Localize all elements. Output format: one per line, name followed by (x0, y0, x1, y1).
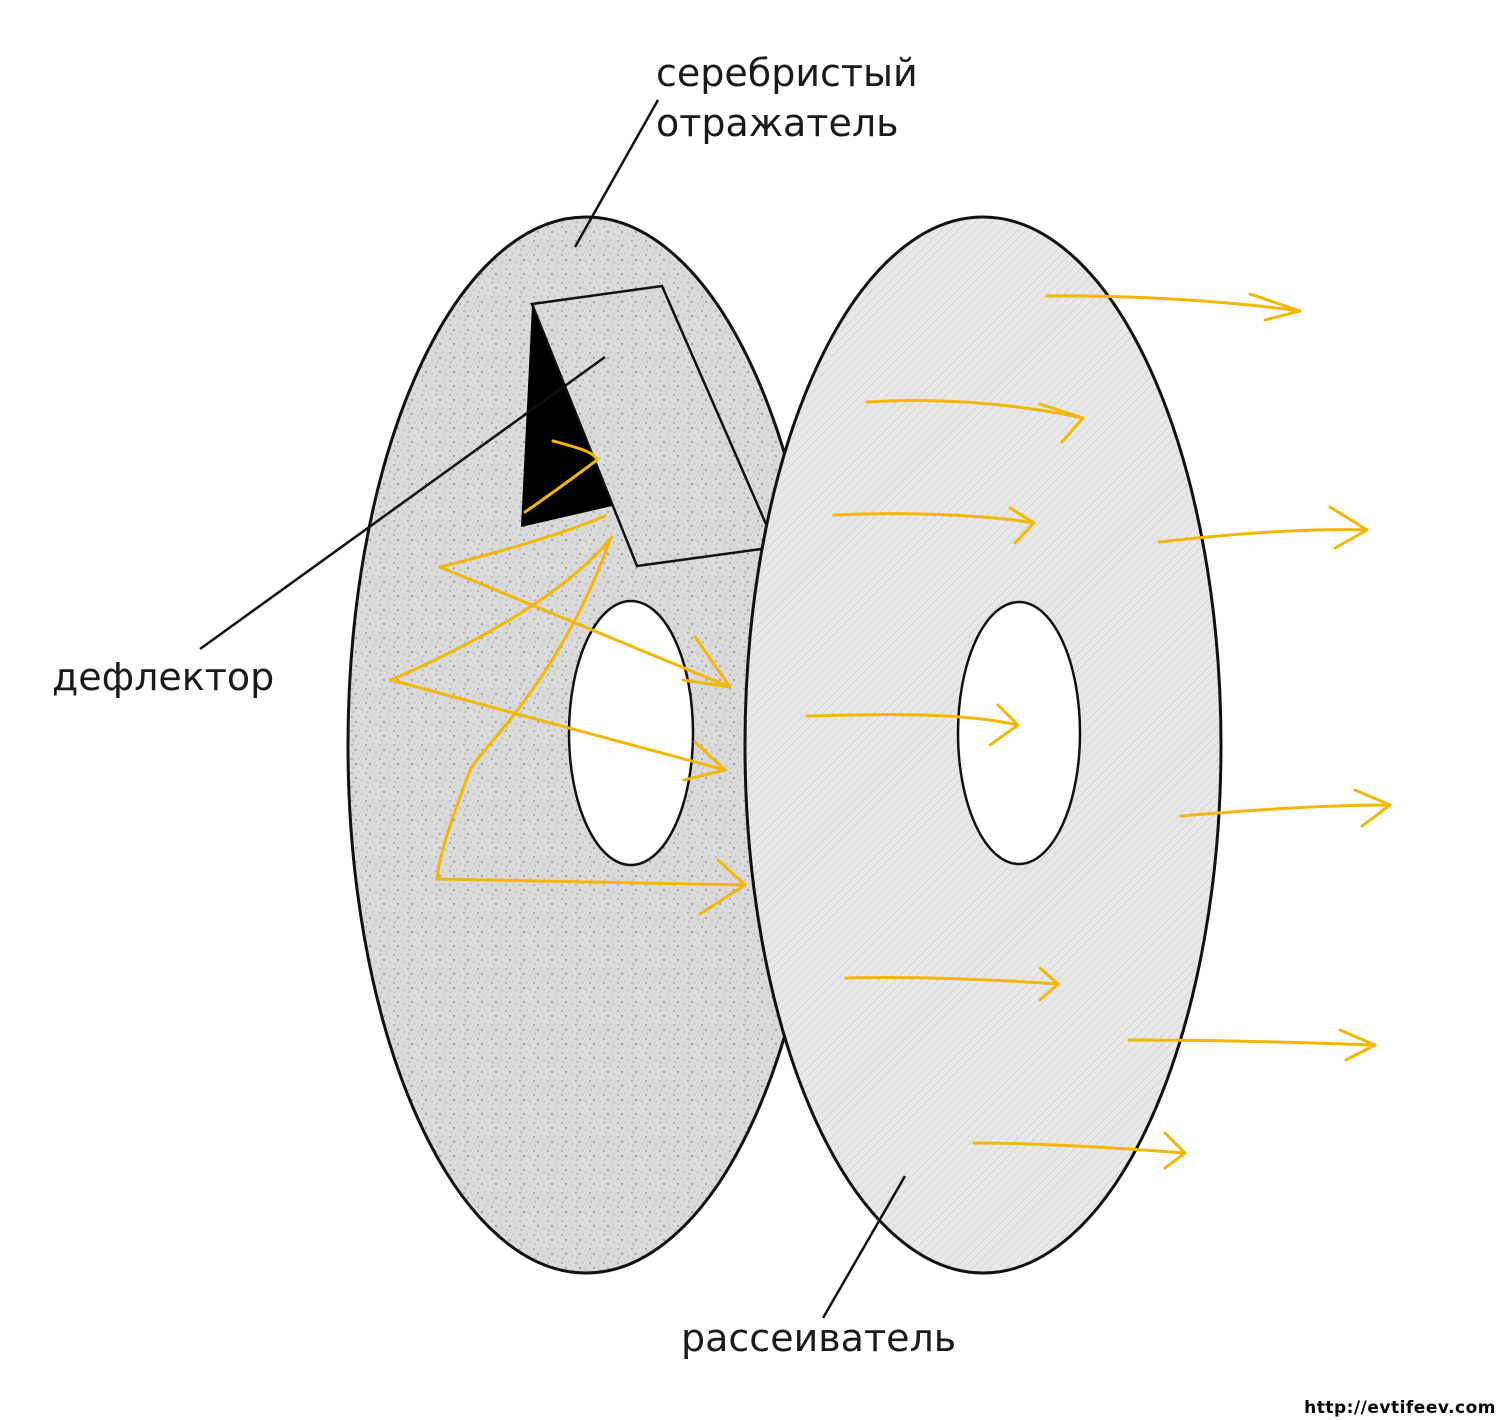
diffuser-label: рассеиватель (681, 1316, 957, 1360)
light-rays-front (805, 292, 1392, 1170)
diffuser-hole (956, 600, 1082, 866)
watermark: http://evtifeev.com (1304, 1398, 1496, 1418)
light-rays-back (389, 439, 747, 916)
reflector-label: серебристый отражатель (656, 48, 918, 148)
leader-lines (199, 99, 907, 1319)
leader-diffuser (821, 1175, 907, 1319)
reflector-hole (567, 599, 695, 867)
deflector-triangle (521, 306, 612, 527)
reflector-label-line-2: отражатель (656, 101, 899, 145)
reflector-disc (346, 215, 826, 1275)
reflector-label-line-1: серебристый (656, 51, 918, 95)
deflector-label: дефлектор (52, 655, 275, 699)
leader-reflector (573, 99, 660, 248)
leader-deflector (199, 355, 606, 651)
diffuser-disc (743, 215, 1223, 1275)
